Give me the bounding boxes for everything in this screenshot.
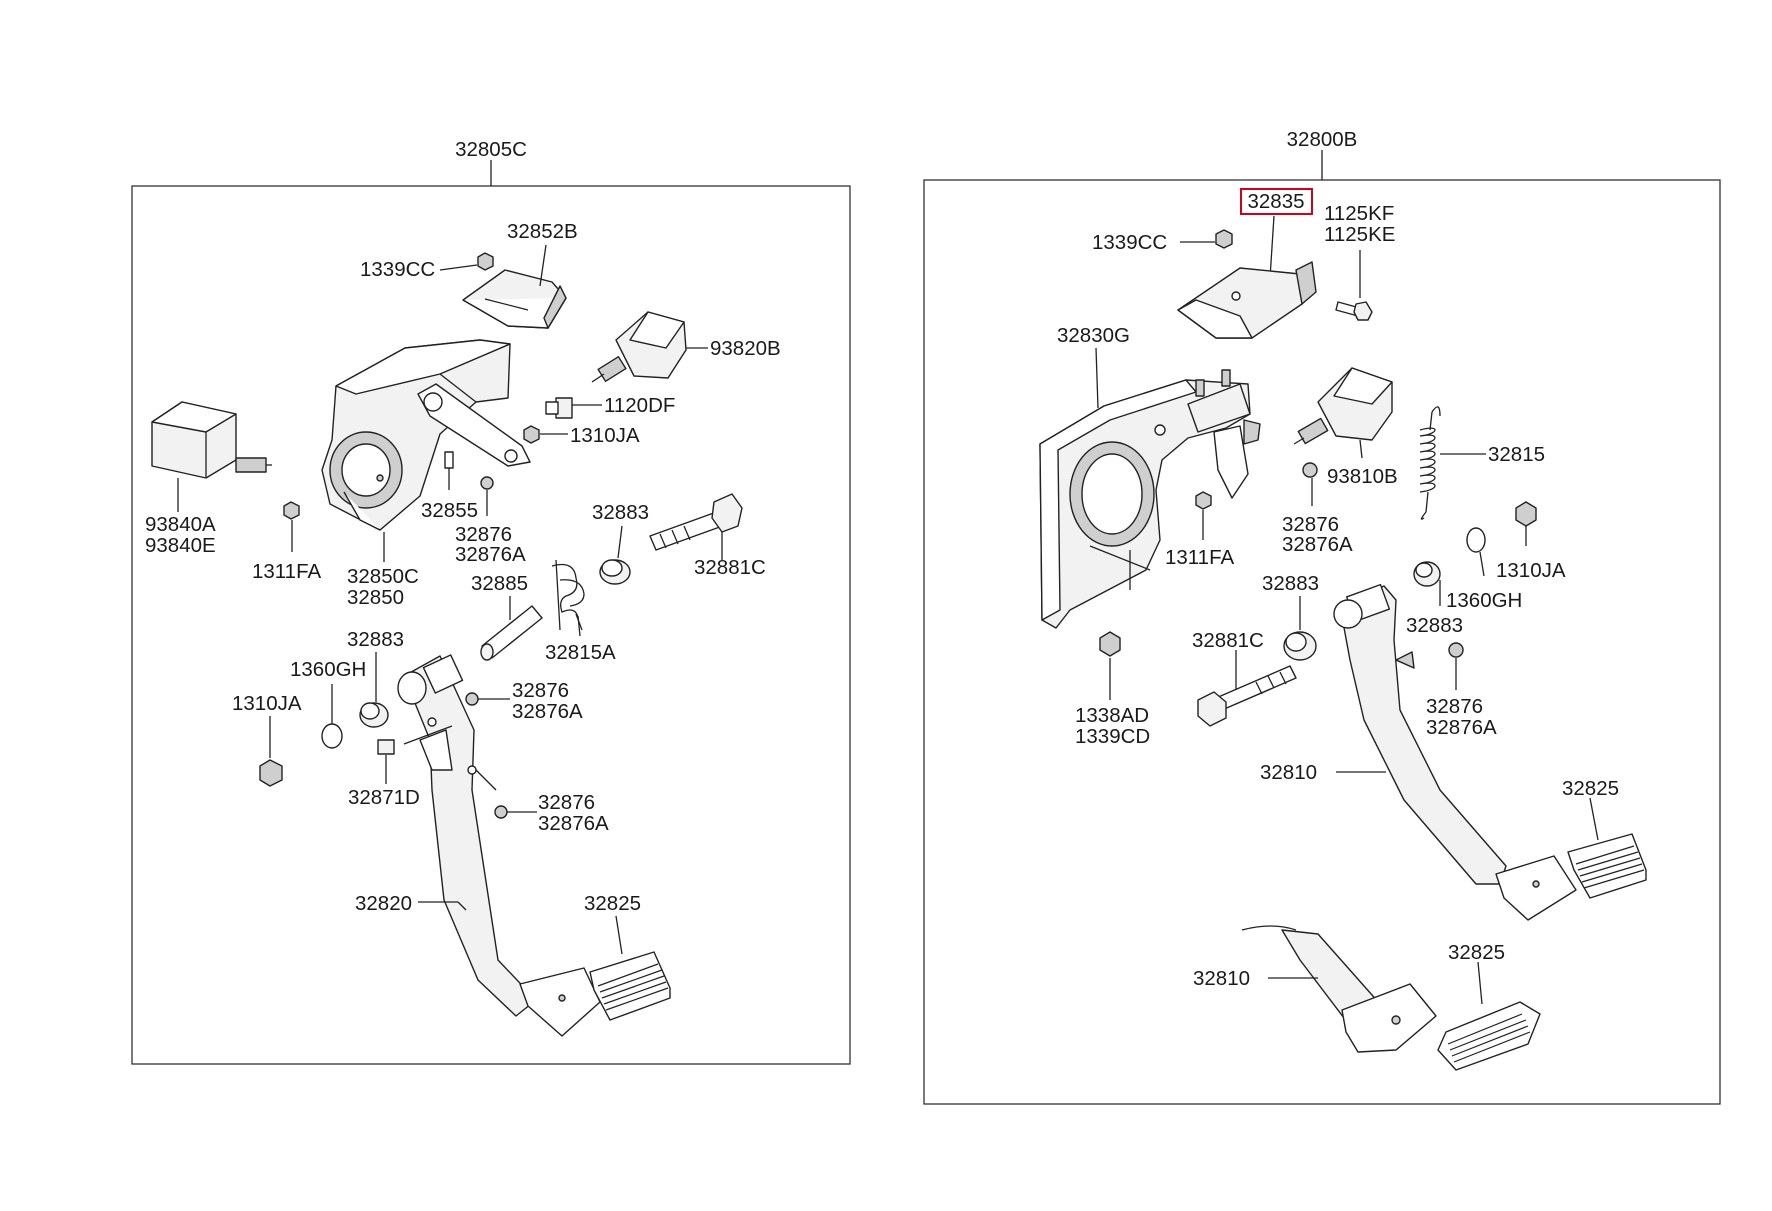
label-1310ja-top[interactable]: 1310JA: [570, 424, 640, 447]
label-32852b[interactable]: 32852B: [507, 220, 578, 243]
label-1339cc-left[interactable]: 1339CC: [360, 258, 435, 281]
bolt-32881c-right: [1197, 665, 1297, 727]
nut-1339cc-right: [1215, 229, 1233, 249]
label-32820[interactable]: 32820: [355, 892, 412, 915]
bracket-32852b-part: [462, 269, 567, 329]
bush-32876-right-b: [1448, 642, 1464, 658]
label-1339cc-right[interactable]: 1339CC: [1092, 231, 1167, 254]
label-32881c-right[interactable]: 32881C: [1192, 629, 1264, 652]
pedal-arm-32820: [397, 654, 601, 1037]
label-1125kf[interactable]: 1125KF: [1324, 202, 1394, 225]
main-bracket-32830g: [1039, 369, 1261, 629]
bushing-32883-top: [599, 559, 631, 585]
label-32855[interactable]: 32855: [421, 499, 478, 522]
label-32810[interactable]: 32810: [1260, 761, 1317, 784]
label-32876-right-a[interactable]: 32876: [1282, 513, 1339, 536]
label-32883-top[interactable]: 32883: [592, 501, 649, 524]
pedal-pad-32825-right: [1567, 833, 1647, 899]
nut-1310ja-low: [259, 759, 283, 787]
bush-32876-a: [480, 476, 494, 490]
label-1360gh-right[interactable]: 1360GH: [1446, 589, 1522, 612]
label-32835[interactable]: 32835: [1247, 190, 1304, 213]
spring-32815: [1419, 406, 1441, 520]
bush-32876-b: [465, 692, 479, 706]
pedal-pad-32825-alt: [1437, 1001, 1541, 1071]
label-32815a[interactable]: 32815A: [545, 641, 616, 664]
label-1125ke[interactable]: 1125KE: [1324, 223, 1395, 246]
nut-1311fa-left: [283, 501, 300, 520]
label-32876a-right-b[interactable]: 32876A: [1426, 716, 1497, 739]
label-32885[interactable]: 32885: [471, 572, 528, 595]
highlight-box-32835: [1240, 188, 1313, 215]
nut-1311fa-right: [1195, 491, 1212, 510]
pedal-arm-32810: [1333, 583, 1577, 921]
label-93840e[interactable]: 93840E: [145, 534, 216, 557]
bush-32876-right-a: [1302, 462, 1318, 478]
label-32850[interactable]: 32850: [347, 586, 404, 609]
label-32825-left[interactable]: 32825: [584, 892, 641, 915]
label-32876-b[interactable]: 32876: [512, 679, 569, 702]
nut-1339cc: [477, 252, 494, 271]
label-1360gh-left[interactable]: 1360GH: [290, 658, 366, 681]
pin-32871d: [377, 739, 395, 755]
nut-1338ad: [1099, 631, 1121, 657]
label-32876a-b[interactable]: 32876A: [512, 700, 583, 723]
label-32883-right-mid[interactable]: 32883: [1262, 572, 1319, 595]
label-1338ad[interactable]: 1338AD: [1075, 704, 1149, 727]
bushing-32883-low: [359, 702, 389, 728]
bush-32876-c: [494, 805, 508, 819]
label-1311fa-right[interactable]: 1311FA: [1165, 546, 1234, 569]
label-32876a-right-a[interactable]: 32876A: [1282, 533, 1353, 556]
label-32876a-c[interactable]: 32876A: [538, 812, 609, 835]
label-1311fa-left[interactable]: 1311FA: [252, 560, 321, 583]
label-1310ja-low[interactable]: 1310JA: [232, 692, 302, 715]
label-32883-low[interactable]: 32883: [347, 628, 404, 651]
bolt-1125kf: [1335, 301, 1373, 321]
label-32825-right[interactable]: 32825: [1562, 777, 1619, 800]
left-assembly: 32805C 32852B 1339CC 32850C 3: [131, 138, 851, 1065]
pin-32855: [444, 451, 454, 469]
pedal-pad-32825-left: [589, 951, 671, 1021]
label-32876-right-b[interactable]: 32876: [1426, 695, 1483, 718]
bracket-32835-part: [1177, 261, 1317, 339]
label-93840a[interactable]: 93840A: [145, 513, 216, 536]
washer-1360gh-left: [321, 723, 343, 749]
label-32883-right-top[interactable]: 32883: [1406, 614, 1463, 637]
label-32830g[interactable]: 32830G: [1057, 324, 1130, 347]
label-32825-alt[interactable]: 32825: [1448, 941, 1505, 964]
label-32815[interactable]: 32815: [1488, 443, 1545, 466]
pedal-arm-32810-alt: [1241, 925, 1437, 1053]
label-1310ja-right[interactable]: 1310JA: [1496, 559, 1566, 582]
bushing-32883-right-top: [1413, 561, 1441, 587]
pipe-32885: [480, 605, 543, 661]
nut-1310ja-right: [1515, 501, 1537, 527]
bolt-1120df: [545, 397, 573, 419]
washer-1360gh-right: [1466, 527, 1486, 553]
label-1120df[interactable]: 1120DF: [604, 394, 675, 417]
stop-switch-93810b: [1293, 367, 1393, 445]
bushing-32883-right-mid: [1283, 631, 1317, 661]
spring-32815a: [551, 559, 585, 631]
label-32871d[interactable]: 32871D: [348, 786, 420, 809]
label-1339cd[interactable]: 1339CD: [1075, 725, 1150, 748]
label-32810-alt[interactable]: 32810: [1193, 967, 1250, 990]
label-32876-a[interactable]: 32876: [455, 523, 512, 546]
stop-switch-93820b: [591, 311, 687, 383]
switch-93840a: [151, 401, 272, 479]
right-assembly-title[interactable]: 32800B: [1287, 128, 1358, 151]
bolt-32881c-left: [649, 493, 743, 551]
label-32876a-a[interactable]: 32876A: [455, 543, 526, 566]
label-32881c-left[interactable]: 32881C: [694, 556, 766, 579]
left-assembly-title[interactable]: 32805C: [455, 138, 527, 161]
label-32876-c[interactable]: 32876: [538, 791, 595, 814]
label-93820b[interactable]: 93820B: [710, 337, 781, 360]
nut-1310ja-top: [523, 425, 540, 444]
right-assembly: 32800B 32835 1339CC 1125KF 1125KE: [923, 128, 1721, 1105]
label-93810b[interactable]: 93810B: [1327, 465, 1398, 488]
label-32850c[interactable]: 32850C: [347, 565, 419, 588]
main-bracket-32850c: [321, 339, 531, 531]
